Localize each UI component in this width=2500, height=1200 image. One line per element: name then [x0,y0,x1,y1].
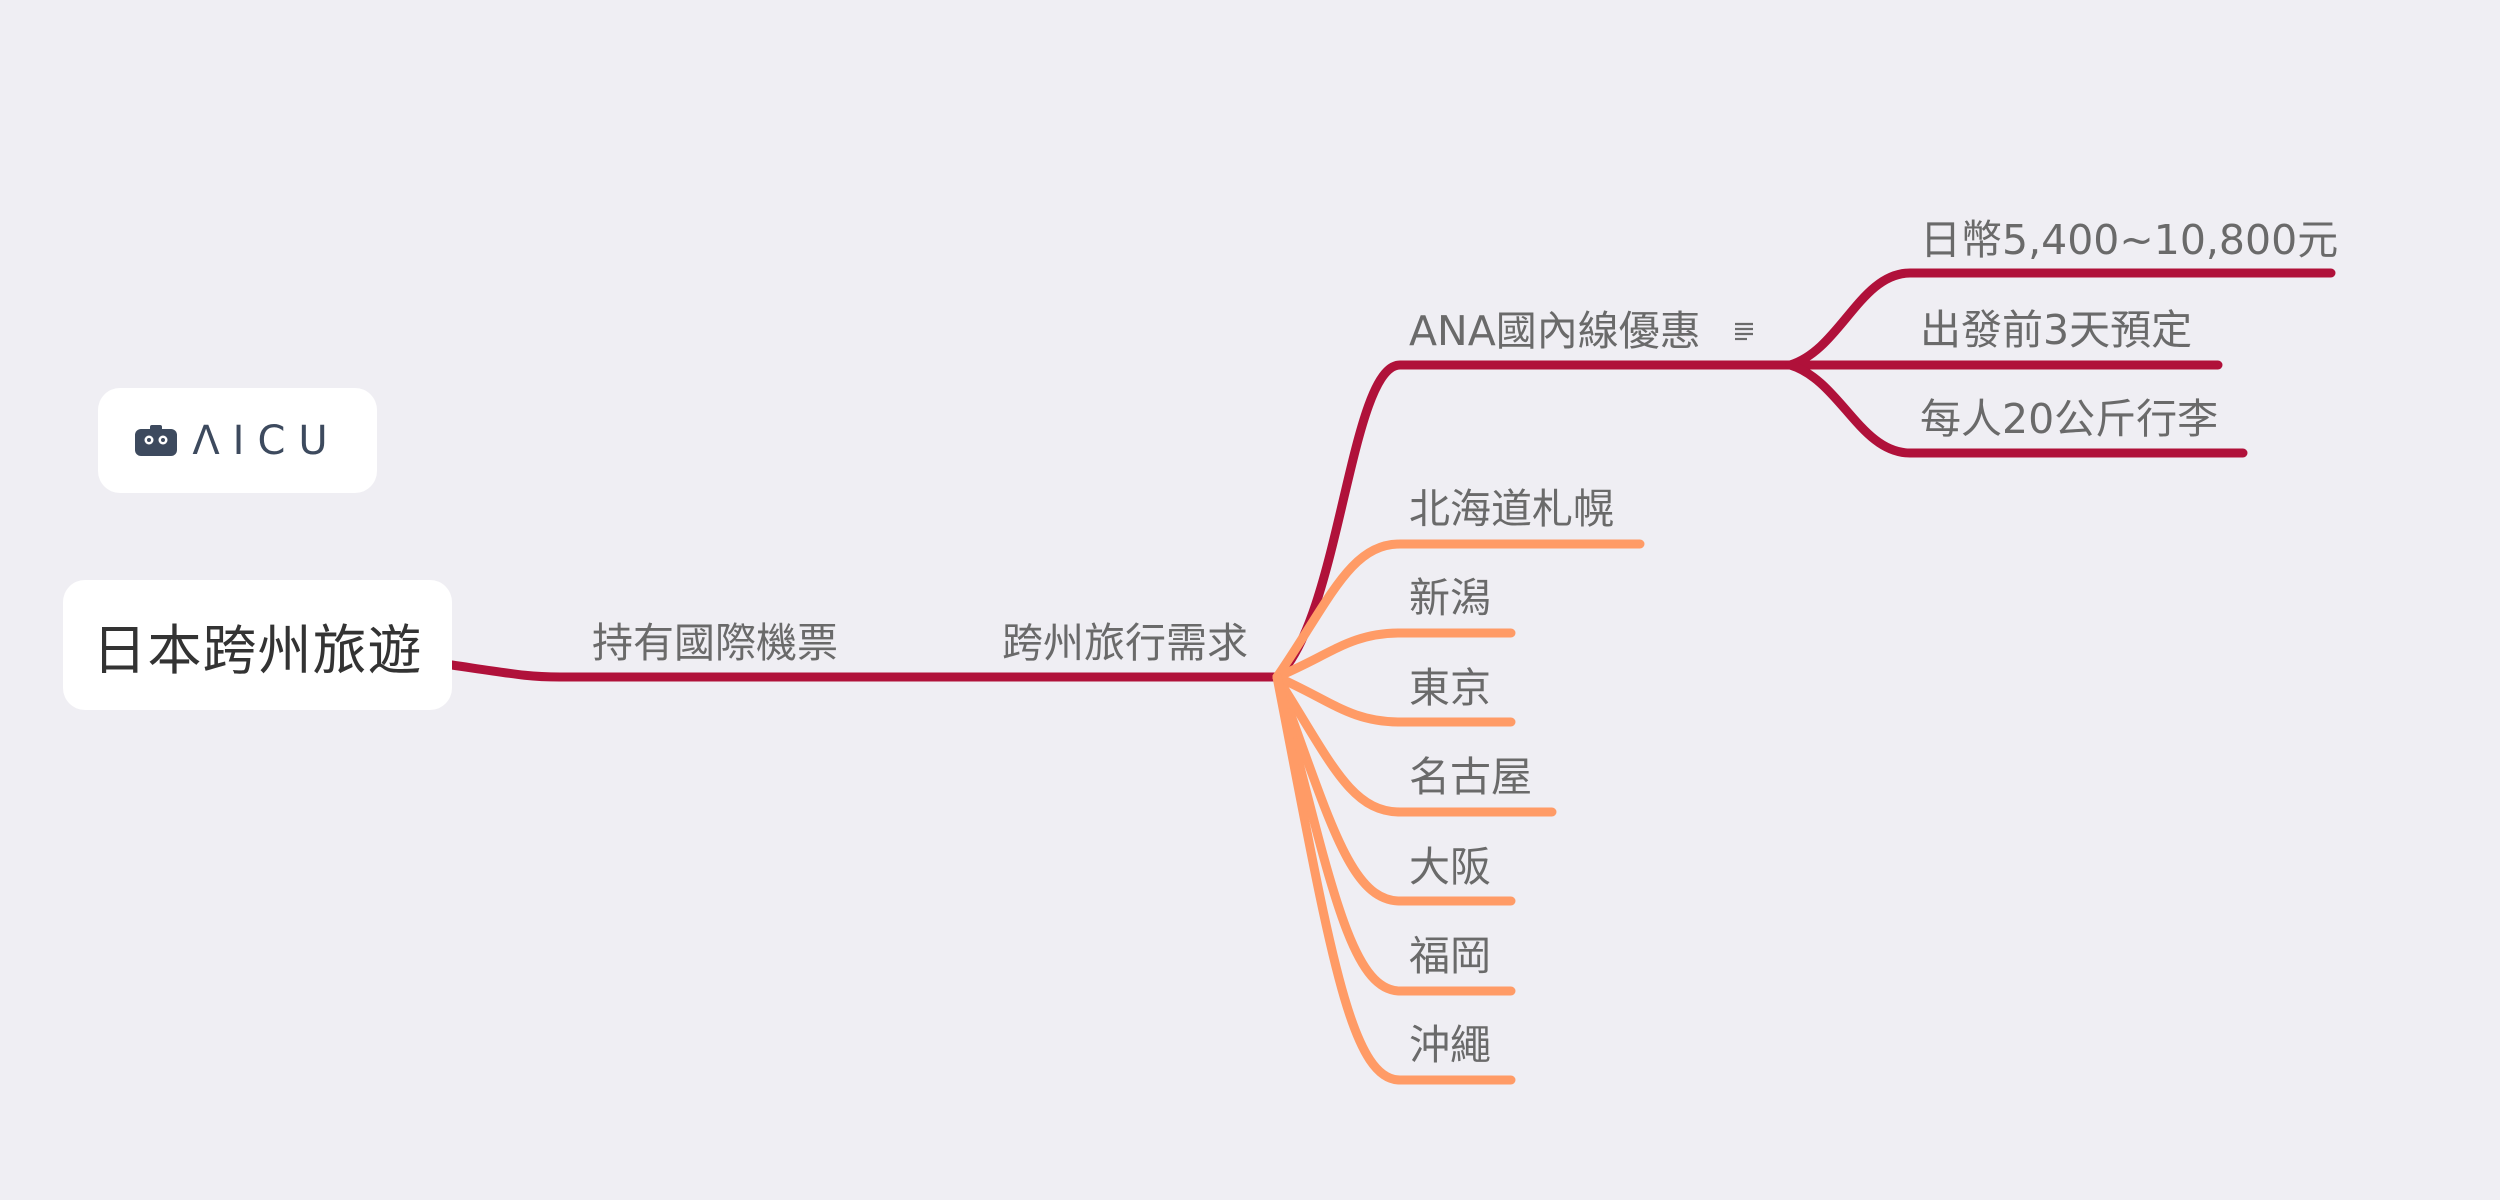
topic-label: 日幣5,400~10,800元 [1920,216,2339,264]
topic-travel-need[interactable]: 跨州旅行需求 [1002,623,1248,664]
branch-ana-price [1785,268,2336,370]
topic-label: 大阪 [1409,843,1491,891]
branch-city-osaka [1272,672,1516,906]
topic-label: 北海道札幌 [1409,485,1614,533]
topic-label: 名古屋 [1409,753,1532,801]
topic-city-okinawa[interactable]: 沖繩 [1409,1025,1491,1066]
topic-city-sapporo[interactable]: 北海道札幌 [1409,489,1614,530]
topic-ana-luggage[interactable]: 每人20公斤行李 [1920,399,2218,440]
topic-city-nagoya[interactable]: 名古屋 [1409,757,1532,798]
logo-card: ΛICU [98,388,377,493]
topic-ana-price[interactable]: 日幣5,400~10,800元 [1920,220,2338,261]
branch-city-sapporo [1272,539,1645,682]
root-topic[interactable]: 日本跨州旅遊 [63,580,452,710]
topic-label: 沖繩 [1409,1021,1491,1069]
topic-label: 持有國際機票 [592,619,838,667]
branch-city-okinawa [1272,672,1516,1085]
topic-label: 出發前3天預定 [1920,306,2193,354]
topic-ana-discount[interactable]: ANA國內線優惠 [1409,311,1701,352]
branch-city-tokyo [1272,672,1516,727]
logo-text: ΛICU [192,417,341,464]
branch-city-nagoya [1272,672,1557,817]
topic-city-osaka[interactable]: 大阪 [1409,847,1491,888]
branch-city-niigata [1272,628,1516,682]
topic-label: 每人20公斤行李 [1920,395,2219,443]
topic-international-ticket[interactable]: 持有國際機票 [592,623,838,664]
note-lines-icon[interactable] [1733,320,1755,342]
topic-city-niigata[interactable]: 新潟 [1409,578,1491,619]
robot-face-icon [135,424,178,456]
root-topic-label: 日本跨州旅遊 [92,618,423,682]
branch-city-fukuoka [1272,672,1516,996]
topic-label: ANA國內線優惠 [1409,307,1701,355]
topic-label: 跨州旅行需求 [1002,619,1248,667]
topic-city-tokyo[interactable]: 東京 [1409,668,1491,709]
topic-city-fukuoka[interactable]: 福岡 [1409,936,1491,977]
topic-ana-booking[interactable]: 出發前3天預定 [1920,310,2192,351]
topic-label: 新潟 [1409,574,1491,622]
branch-root-to-ticket [447,660,1282,682]
topic-label: 福岡 [1409,932,1491,980]
topic-label: 東京 [1409,664,1491,712]
logo: ΛICU [134,418,340,464]
branch-ana-luggage [1785,360,2248,458]
